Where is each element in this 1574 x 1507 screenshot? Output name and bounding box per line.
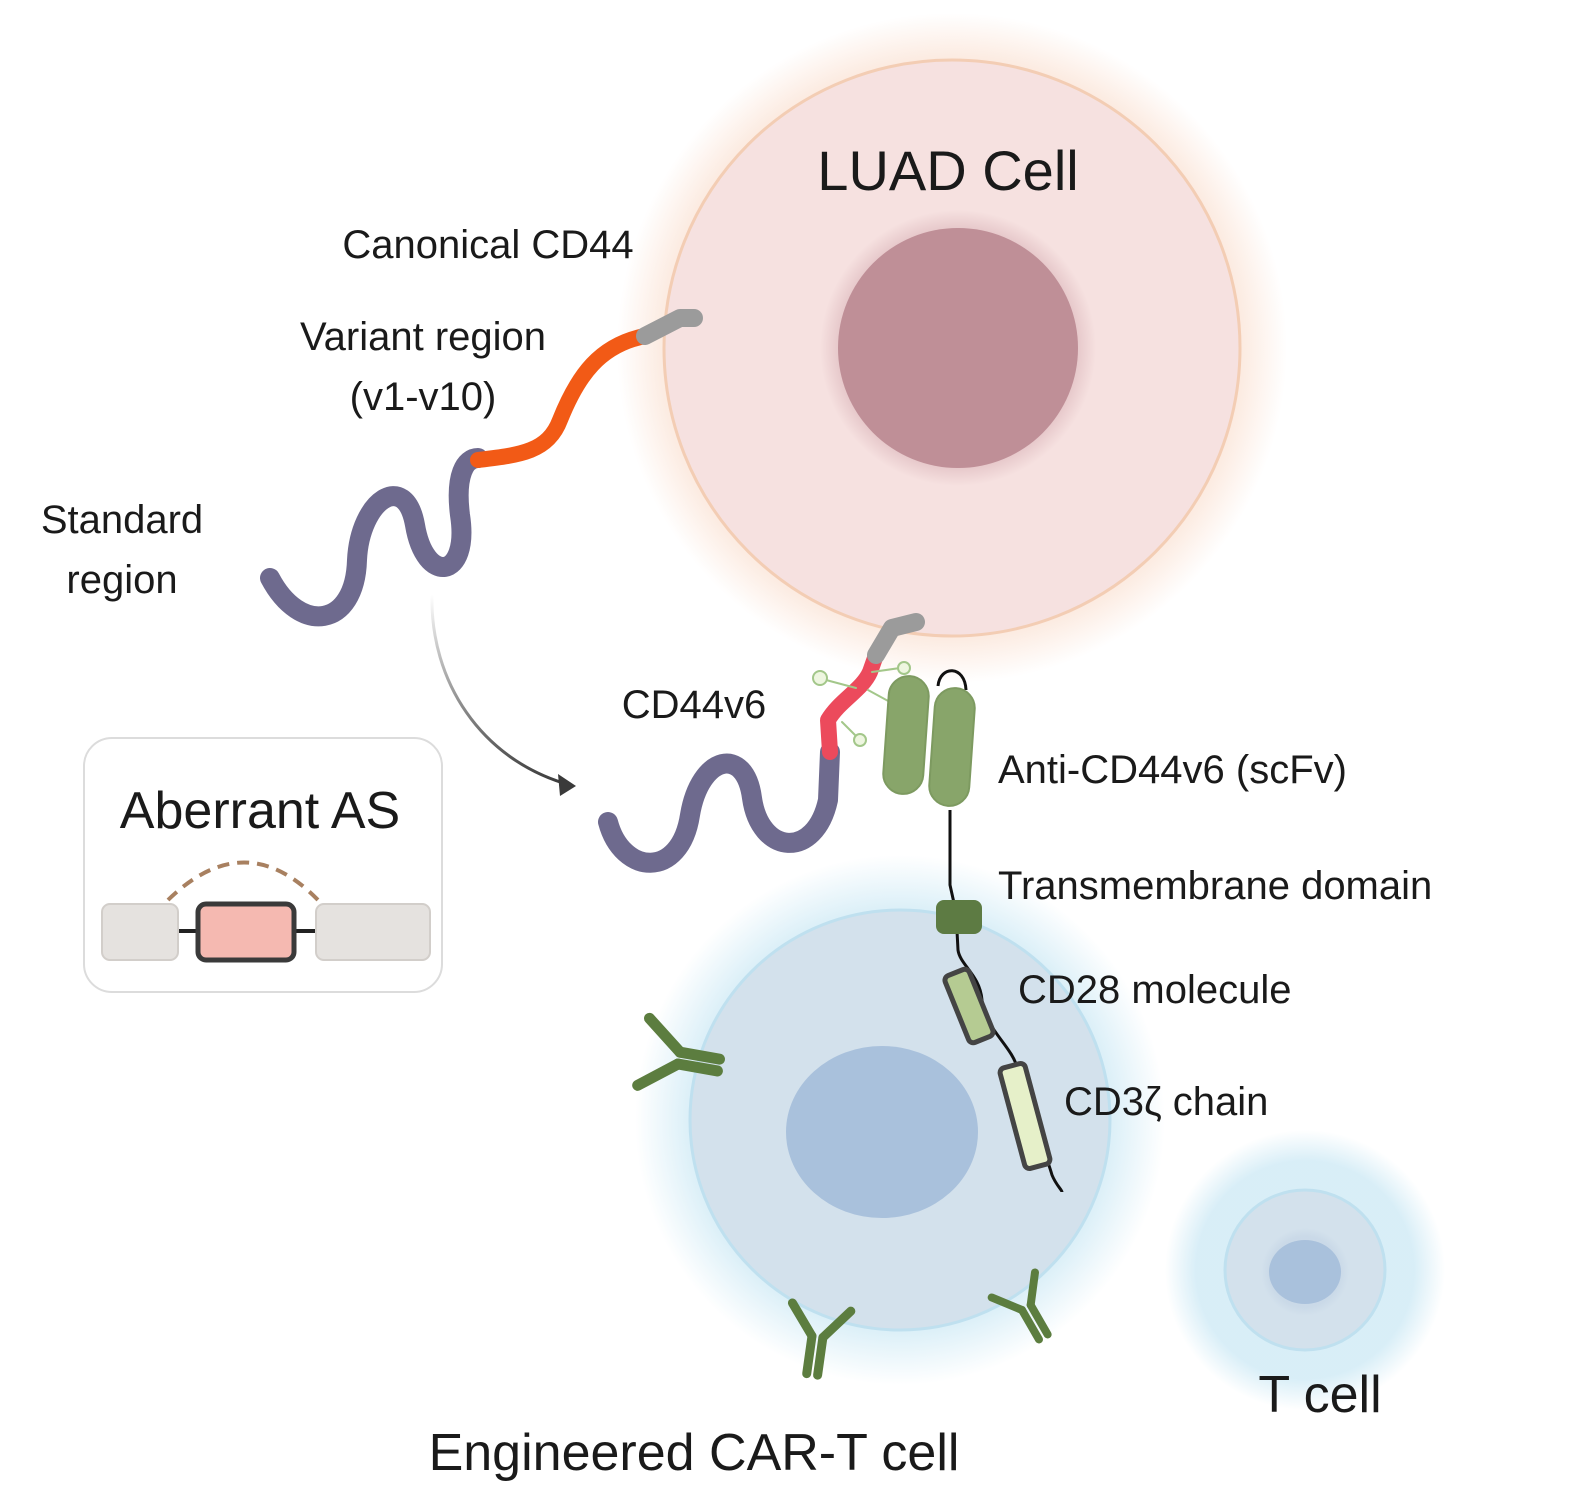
cd44v6-molecule [598, 613, 925, 873]
t-cell [1165, 1130, 1445, 1410]
variant-region-strand [470, 328, 653, 468]
luad-cell [617, 13, 1287, 683]
cd28-domain [942, 966, 996, 1046]
exon-left [101, 903, 179, 961]
antibody-icon [987, 1268, 1052, 1344]
skip-splice-dash [166, 860, 320, 902]
standard-region-label: Standard [41, 498, 203, 542]
scfv-light-chain [928, 687, 976, 807]
luad-cell-label: LUAD Cell [817, 139, 1078, 202]
exon-right [315, 903, 431, 961]
anti-cd44v6-label: Anti-CD44v6 (scFv) [998, 748, 1347, 792]
exon-middle [195, 901, 297, 963]
standard-region-strand [260, 448, 488, 627]
cd3z-domain [997, 1061, 1053, 1171]
transmembrane-domain [936, 900, 982, 934]
transmembrane-domain-label: Transmembrane domain [998, 864, 1432, 908]
car-construct [882, 669, 1064, 1193]
antibody-icon [632, 1012, 725, 1091]
splicing-arrow [430, 594, 571, 787]
cart-nucleus [786, 1046, 978, 1218]
standard-region-label-2: region [66, 558, 177, 602]
canonical-cd44 [260, 309, 703, 627]
t-cell-nucleus [1269, 1240, 1341, 1304]
antibody-icon [787, 1298, 856, 1380]
aberrant-as-panel: Aberrant AS [83, 737, 443, 993]
cd28-molecule-label: CD28 molecule [1018, 968, 1291, 1012]
cd44-stub [636, 309, 703, 345]
engineered-cart-label: Engineered CAR-T cell [429, 1424, 960, 1482]
cd44v6-label: CD44v6 [622, 683, 767, 727]
cd3z-chain-label: CD3ζ chain [1064, 1080, 1268, 1124]
v6-region-strand [820, 647, 884, 760]
arrow-head-icon [558, 774, 576, 796]
cart-cell [635, 855, 1165, 1385]
canonical-cd44-label: Canonical CD44 [342, 223, 633, 267]
scfv-heavy-chain [882, 675, 930, 795]
variant-region-label: Variant region [300, 315, 546, 359]
aberrant-as-label: Aberrant AS [120, 782, 400, 840]
variant-region-range: (v1-v10) [350, 375, 497, 419]
luad-nucleus [838, 228, 1078, 468]
cd44v6-stub [867, 613, 925, 664]
cd44v6-standard-strand [598, 742, 840, 873]
t-cell-label: T cell [1258, 1366, 1381, 1424]
